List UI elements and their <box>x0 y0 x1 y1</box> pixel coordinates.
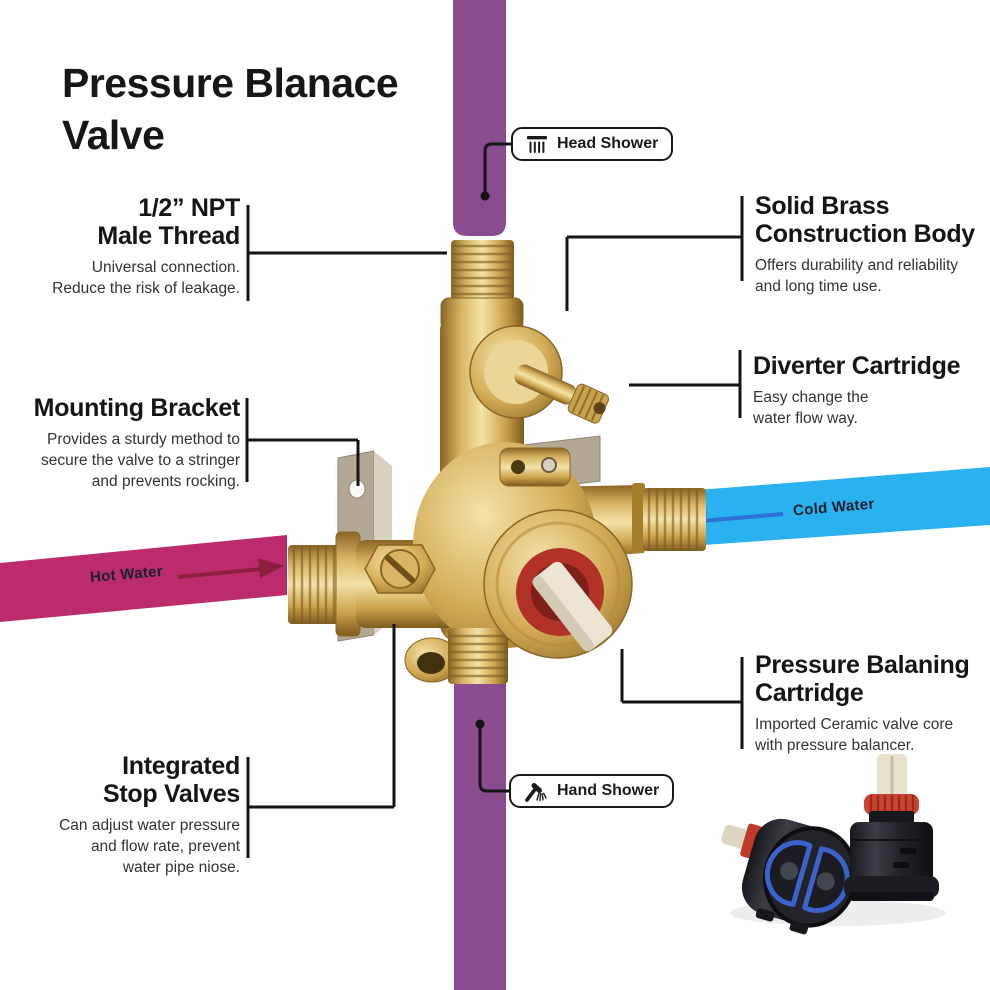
solid-brass-line <box>565 196 744 311</box>
hand-shower-icon <box>525 782 547 802</box>
callout-mounting: Mounting Bracket Provides a sturdy metho… <box>0 394 241 492</box>
hand-shower-label-text: Hand Shower <box>557 782 660 799</box>
hand-shower-line <box>478 724 509 793</box>
stop-valves-desc-line2: and flow rate, prevent <box>90 838 240 855</box>
pressure-title-line2: Cartridge <box>755 679 864 707</box>
bottom-npt-thread <box>448 628 508 684</box>
hand-shower-dot <box>475 719 485 729</box>
solid-brass-desc-line2: and long time use. <box>755 278 882 295</box>
head-shower-dot <box>480 191 490 201</box>
page-title-line2: Valve <box>62 112 165 159</box>
callout-stop-valves: Integrated Stop Valves Can adjust water … <box>0 752 240 878</box>
cartridge-upright <box>844 754 939 901</box>
mounting-desc-line3: and prevents rocking. <box>91 473 240 490</box>
diverter-stem <box>469 325 610 424</box>
cartridge-photo <box>721 754 946 935</box>
stop-valves-desc-line3: water pipe niose. <box>122 859 240 876</box>
npt-desc-line1: Universal connection. <box>91 259 240 276</box>
diverter-line <box>629 350 742 418</box>
pressure-desc-line1: Imported Ceramic valve core <box>755 716 954 733</box>
hot-water-pipe <box>0 535 287 622</box>
valve-body <box>288 240 706 684</box>
page-title: Pressure Blanace Valve <box>62 57 399 161</box>
diverter-title-line1: Diverter Cartridge <box>753 352 961 380</box>
pressure-line <box>620 649 744 749</box>
ceramic-stem <box>532 561 613 652</box>
mounting-desc-line2: secure the valve to a stringer <box>40 452 240 469</box>
pressure-title-line1: Pressure Balaning <box>755 651 970 679</box>
stop-valves-title-line1: Integrated <box>122 752 240 780</box>
callout-lines <box>245 142 744 858</box>
hand-shower-label: Hand Shower <box>509 774 675 808</box>
stop-valves-desc-line1: Can adjust water pressure <box>59 817 240 834</box>
shower-head-icon <box>527 135 547 153</box>
bracket-ear <box>499 447 571 487</box>
mounting-title-line1: Mounting Bracket <box>33 394 241 422</box>
head-shower-label: Head Shower <box>511 127 674 161</box>
pressure-balance-cap <box>483 509 633 659</box>
callout-solid-brass: Solid Brass Construction Body Offers dur… <box>755 192 990 297</box>
hot-water-arrow <box>177 558 284 579</box>
solid-brass-desc-line1: Offers durability and reliability <box>755 257 959 274</box>
stop-valves-line <box>246 624 396 858</box>
cartridge-lying <box>721 818 858 935</box>
cold-water-pipe <box>660 467 990 548</box>
npt-desc-line2: Reduce the risk of leakage. <box>52 280 240 297</box>
head-shower-label-text: Head Shower <box>557 135 659 152</box>
mounting-line <box>245 398 360 486</box>
callout-npt: 1/2” NPT Male Thread Universal connectio… <box>0 194 240 299</box>
diverter-desc-line1: Easy change the <box>753 389 869 406</box>
npt-line <box>246 205 447 301</box>
shower-head-pipe <box>453 0 506 236</box>
pressure-desc-line2: with pressure balancer. <box>755 737 915 754</box>
callout-diverter: Diverter Cartridge Easy change the water… <box>753 352 990 429</box>
mounting-desc-line1: Provides a sturdy method to <box>47 431 240 448</box>
npt-title-line1: 1/2” NPT <box>138 194 240 222</box>
page-title-line1: Pressure Blanace <box>62 60 399 107</box>
callout-pressure: Pressure Balaning Cartridge Imported Cer… <box>755 651 990 756</box>
npt-title-line2: Male Thread <box>97 222 240 250</box>
diverter-desc-line2: water flow way. <box>753 410 858 427</box>
solid-brass-title-line1: Solid Brass <box>755 192 890 220</box>
stop-valve-screw <box>364 544 436 594</box>
solid-brass-title-line2: Construction Body <box>755 220 975 248</box>
head-shower-line <box>483 142 511 196</box>
stop-valves-title-line2: Stop Valves <box>102 780 240 808</box>
